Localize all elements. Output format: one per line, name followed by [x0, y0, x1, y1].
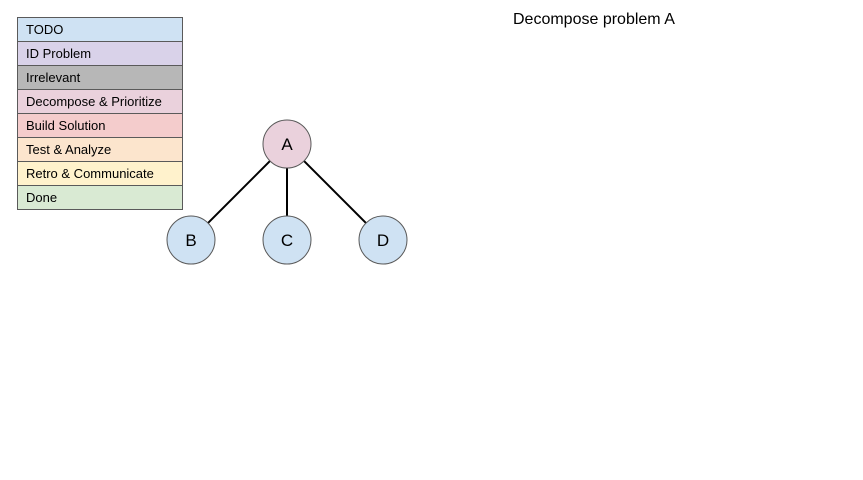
legend-item-build-solution: Build Solution	[18, 114, 182, 138]
edge-a-b	[207, 160, 271, 224]
tree-edges	[207, 160, 367, 224]
node-a: A	[262, 119, 312, 169]
node-d: D	[358, 215, 408, 265]
node-a-label: A	[281, 135, 293, 154]
legend-item-test-analyze: Test & Analyze	[18, 138, 182, 162]
legend-item-id-problem: ID Problem	[18, 42, 182, 66]
legend-item-irrelevant: Irrelevant	[18, 66, 182, 90]
node-d-circle	[358, 215, 408, 265]
legend-item-todo: TODO	[18, 18, 182, 42]
legend-item-decompose-prioritize: Decompose & Prioritize	[18, 90, 182, 114]
node-c: C	[262, 215, 312, 265]
node-c-label: C	[281, 231, 293, 250]
legend-item-retro-communicate: Retro & Communicate	[18, 162, 182, 186]
tree-nodes: A B C D	[166, 119, 408, 265]
node-b-circle	[166, 215, 216, 265]
node-c-circle	[262, 215, 312, 265]
diagram-title: Decompose problem A	[513, 11, 675, 28]
node-a-circle	[262, 119, 312, 169]
edge-a-d	[303, 160, 367, 224]
legend-item-done: Done	[18, 186, 182, 210]
node-b-label: B	[185, 231, 196, 250]
status-legend: TODO ID Problem Irrelevant Decompose & P…	[17, 17, 183, 210]
node-d-label: D	[377, 231, 389, 250]
node-b: B	[166, 215, 216, 265]
